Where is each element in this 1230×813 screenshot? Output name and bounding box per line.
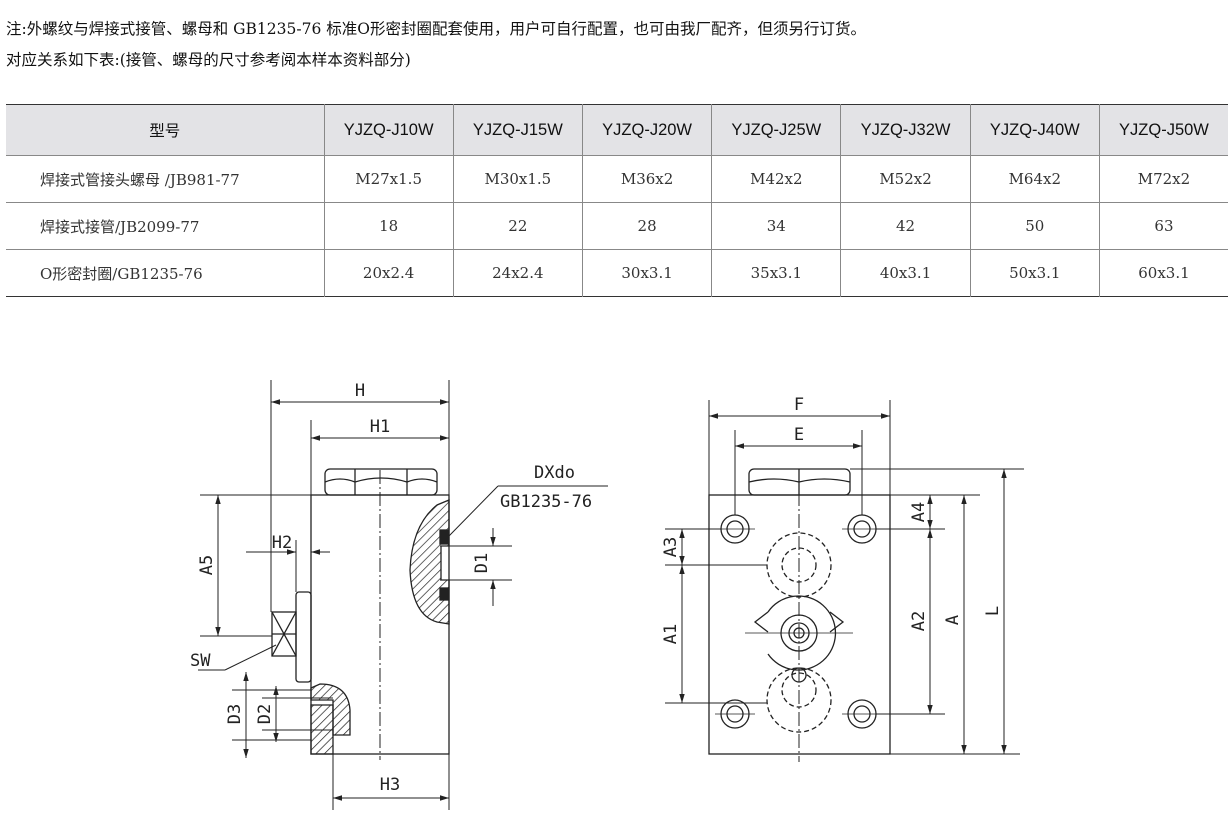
top-nut — [324, 468, 438, 496]
front-view — [665, 400, 1024, 762]
table-cell: 24x2.4 — [452, 249, 583, 297]
dim-label-D3: D3 — [225, 704, 245, 724]
side-view — [198, 380, 608, 810]
dim-label-A3: A3 — [661, 537, 681, 557]
table-row: 焊接式管接头螺母 /JB981-77 M27x1.5 M30x1.5 M36x2… — [6, 155, 1228, 203]
note-line-2: 对应关系如下表:(接管、螺母的尺寸参考阅本样本资料部分) — [6, 51, 411, 69]
table-cell: M64x2 — [969, 155, 1100, 203]
dim-label-D1: D1 — [472, 553, 492, 573]
header-cell: YJZQ-J40W — [969, 104, 1100, 156]
table-cell: M52x2 — [840, 155, 971, 203]
row-label: O形密封圈/GB1235-76 — [40, 264, 203, 283]
table-cell: 63 — [1098, 202, 1228, 250]
seal-label-line1: DXdo — [534, 463, 575, 483]
row-label: 焊接式接管/JB2099-77 — [6, 202, 324, 250]
table-row: O形密封圈/GB1235-76 20x2.4 24x2.4 30x3.1 35x… — [6, 249, 1228, 297]
header-cell: YJZQ-J10W — [323, 104, 454, 156]
dim-label-H: H — [355, 381, 365, 401]
table-cell: M30x1.5 — [452, 155, 583, 203]
note-line-1: 注:外螺纹与焊接式接管、螺母和 GB1235-76 标准O形密封圈配套使用，用户… — [6, 20, 866, 38]
dim-label-A5: A5 — [197, 555, 217, 575]
header-cell: YJZQ-J15W — [452, 104, 583, 156]
table-cell: 18 — [323, 202, 454, 250]
adjust-screw — [295, 591, 312, 683]
table-cell: 60x3.1 — [1098, 249, 1228, 297]
header-cell: YJZQ-J25W — [711, 104, 841, 156]
header-cell: YJZQ-J20W — [581, 104, 712, 156]
table-cell: 40x3.1 — [840, 249, 971, 297]
dim-label-A2: A2 — [909, 611, 929, 631]
dim-label-H1: H1 — [370, 417, 390, 437]
row-label: 焊接式管接头螺母 /JB981-77 — [6, 155, 324, 203]
o-ring — [439, 529, 449, 545]
dim-label-E: E — [794, 425, 804, 445]
table-cell: 22 — [452, 202, 583, 250]
dim-label-A1: A1 — [661, 624, 681, 644]
dim-label-A: A — [943, 615, 963, 625]
dim-label-H3: H3 — [380, 775, 400, 795]
table-cell: 20x2.4 — [323, 249, 454, 297]
table-cell: M72x2 — [1098, 155, 1228, 203]
hidden-port-lower — [766, 667, 832, 733]
port-section — [409, 499, 450, 625]
header-cell: YJZQ-J32W — [840, 104, 971, 156]
dim-label-SW: SW — [190, 651, 211, 671]
dim-label-H2: H2 — [272, 533, 292, 553]
dim-label-F: F — [794, 395, 804, 415]
table-cell: 42 — [840, 202, 971, 250]
table-cell: 50 — [969, 202, 1100, 250]
dim-label-L: L — [983, 606, 1003, 616]
header-cell: 型号 — [6, 104, 324, 156]
table-cell: M42x2 — [711, 155, 841, 203]
table-header-row: 型号 YJZQ-J10W YJZQ-J15W YJZQ-J20W YJZQ-J2… — [6, 104, 1228, 156]
table-cell: 50x3.1 — [969, 249, 1100, 297]
table-row: 焊接式接管/JB2099-77 18 22 28 34 42 50 63 — [6, 202, 1228, 250]
table-cell: 34 — [711, 202, 841, 250]
table-cell: 28 — [581, 202, 712, 250]
table-cell: M27x1.5 — [323, 155, 454, 203]
table-cell: 30x3.1 — [581, 249, 712, 297]
table-cell: 35x3.1 — [711, 249, 841, 297]
header-cell: YJZQ-J50W — [1098, 104, 1228, 156]
table-cell: M36x2 — [581, 155, 712, 203]
seal-label-line2: GB1235-76 — [500, 492, 592, 512]
spec-table: 型号 YJZQ-J10W YJZQ-J15W YJZQ-J20W YJZQ-J2… — [6, 104, 1228, 297]
dim-label-A4: A4 — [909, 502, 929, 522]
dim-label-D2: D2 — [255, 704, 275, 724]
